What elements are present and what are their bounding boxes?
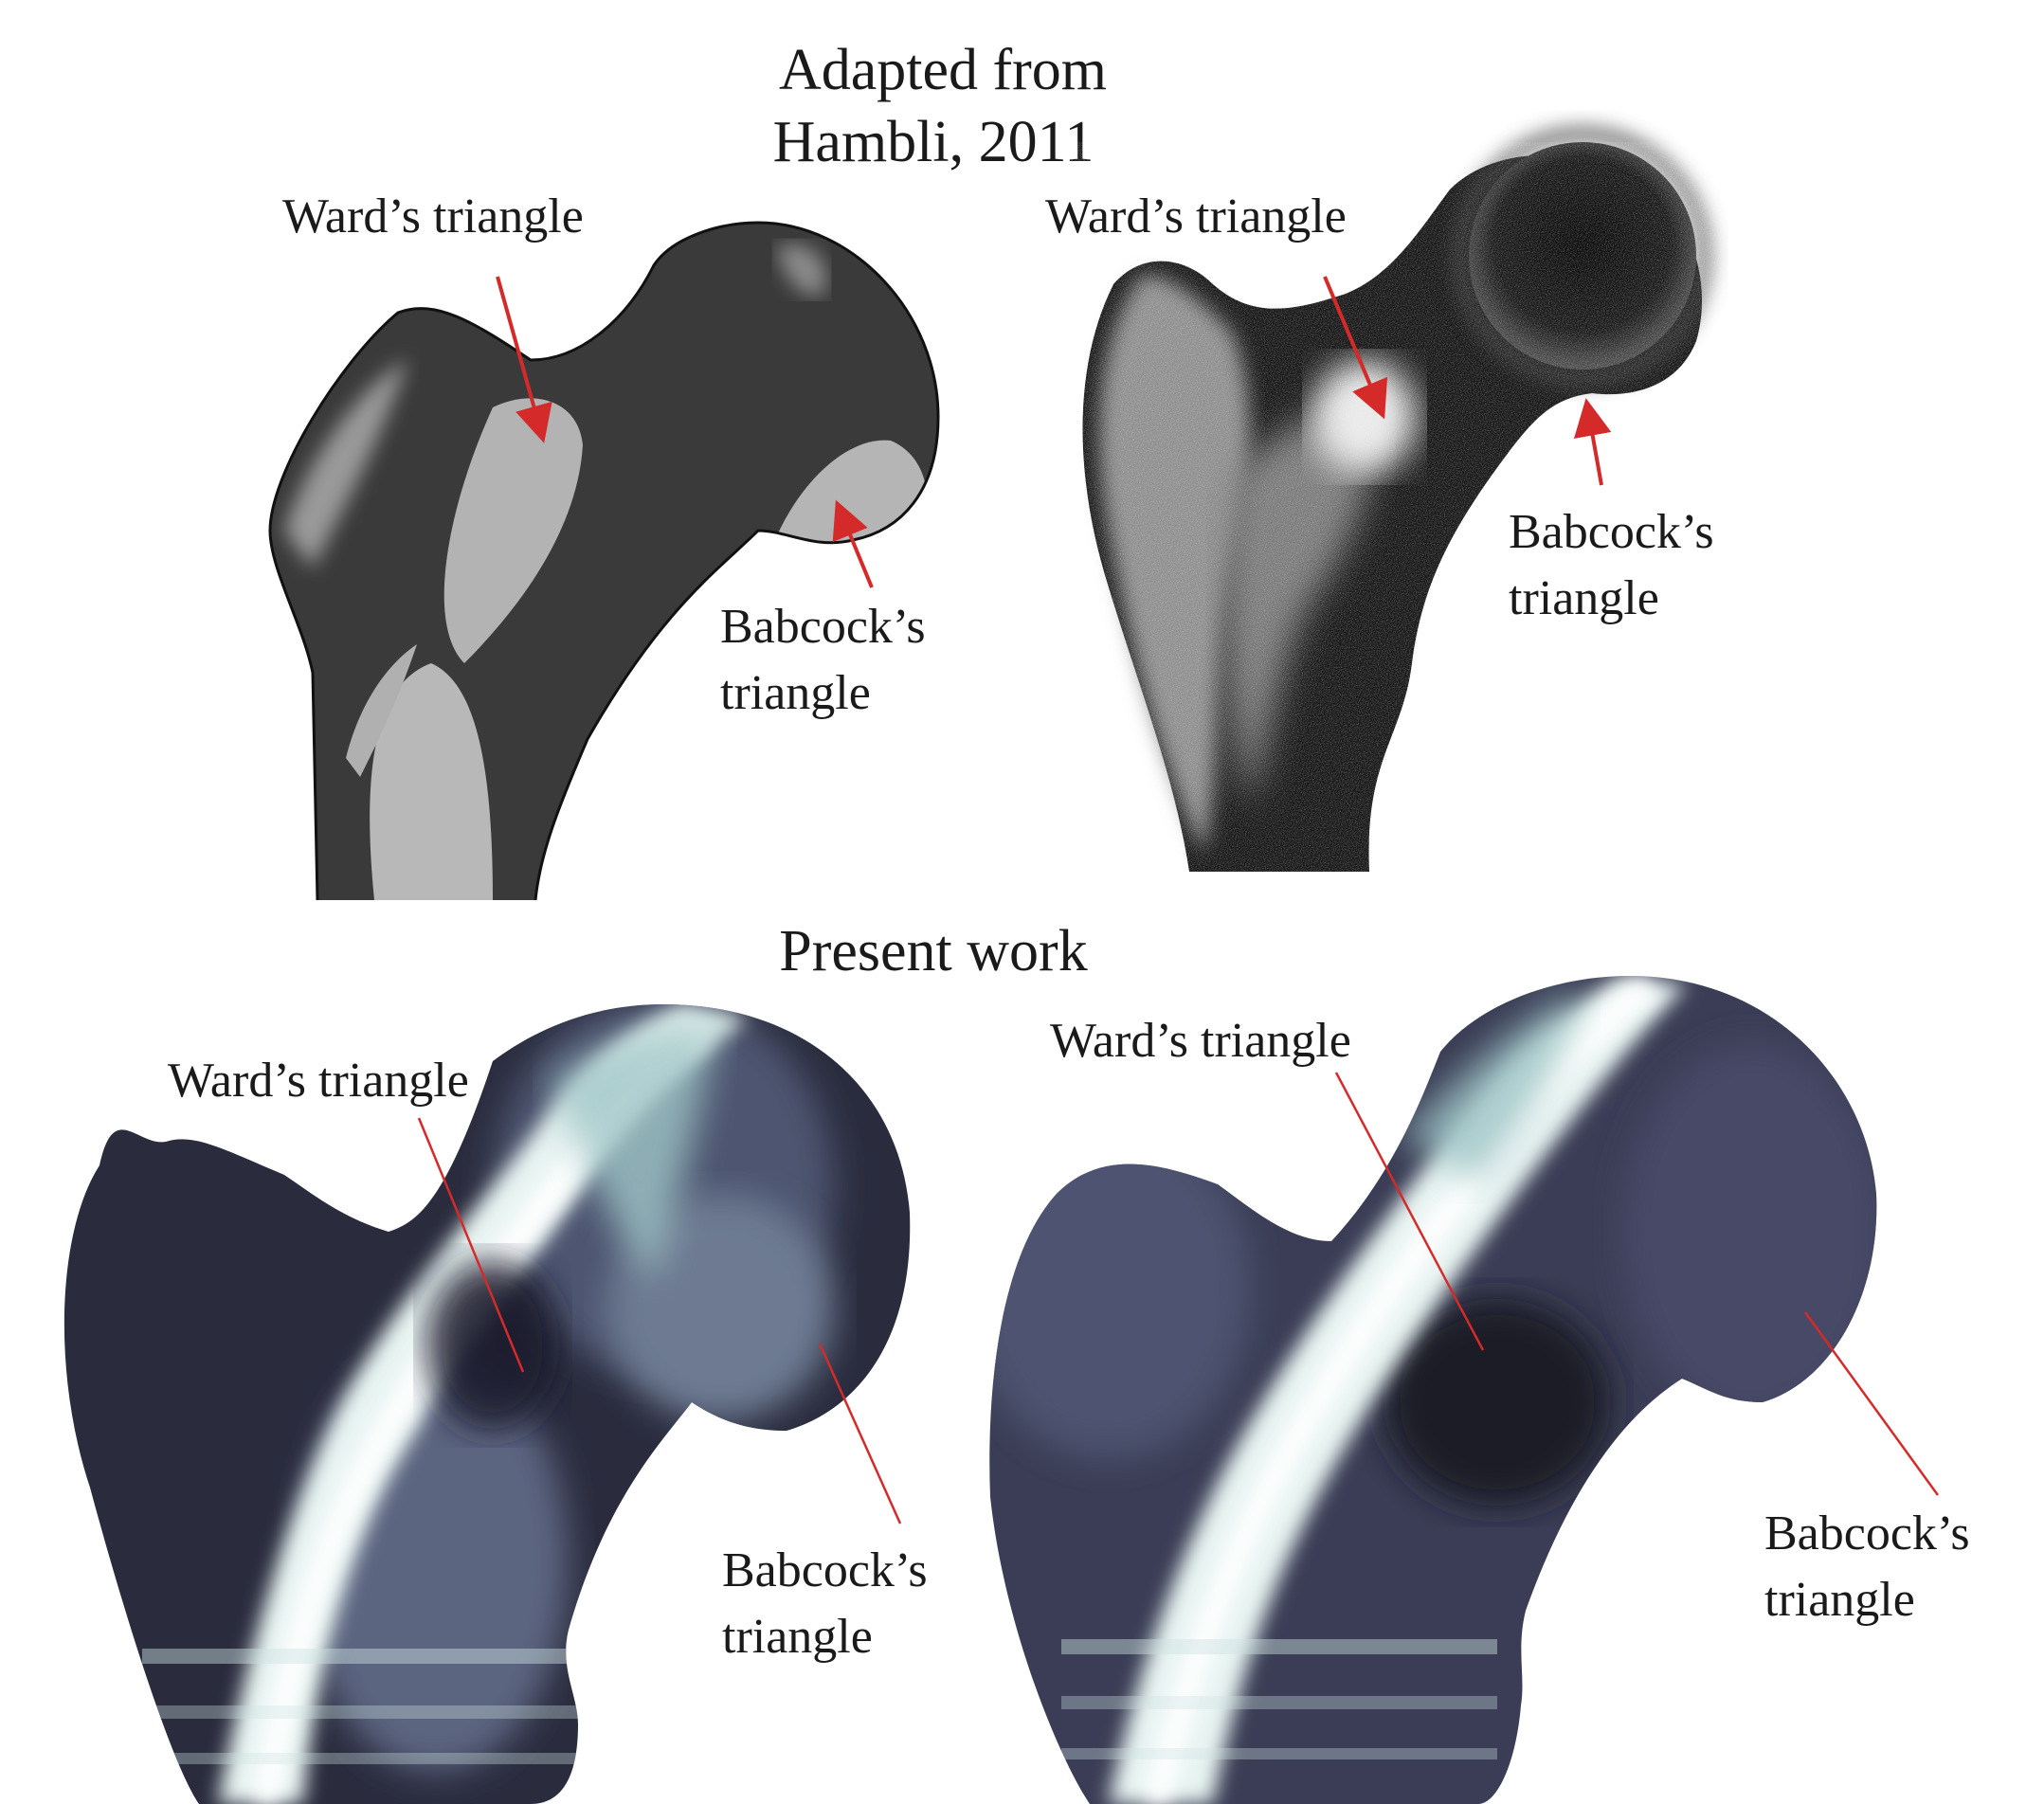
tr-babcock-label-line2: triangle [1509,571,1659,625]
bottom-right-femur-density [967,966,1895,1804]
tr-wards-label: Ward’s triangle [1045,189,1347,244]
br-babcock-label-line1: Babcock’s [1764,1506,1970,1560]
tl-babcock-label-line1: Babcock’s [720,600,926,654]
top-left-femur-model [265,218,948,910]
bottom-title: Present work [779,919,1087,983]
br-babcock-label-line2: triangle [1764,1573,1915,1627]
top-title-line1: Adapted from [779,38,1107,102]
top-title-line2: Hambli, 2011 [773,110,1094,174]
bottom-left-femur-density [38,985,948,1804]
br-babcock-line [1805,1312,1938,1495]
bl-babcock-label-line2: triangle [722,1610,873,1664]
tl-babcock-label-line2: triangle [720,666,871,720]
bl-wards-label: Ward’s triangle [168,1054,469,1108]
br-wards-label: Ward’s triangle [1050,1014,1351,1068]
tl-wards-label: Ward’s triangle [282,189,584,244]
bl-babcock-label-line1: Babcock’s [722,1543,928,1597]
tr-babcock-label-line1: Babcock’s [1509,505,1714,559]
